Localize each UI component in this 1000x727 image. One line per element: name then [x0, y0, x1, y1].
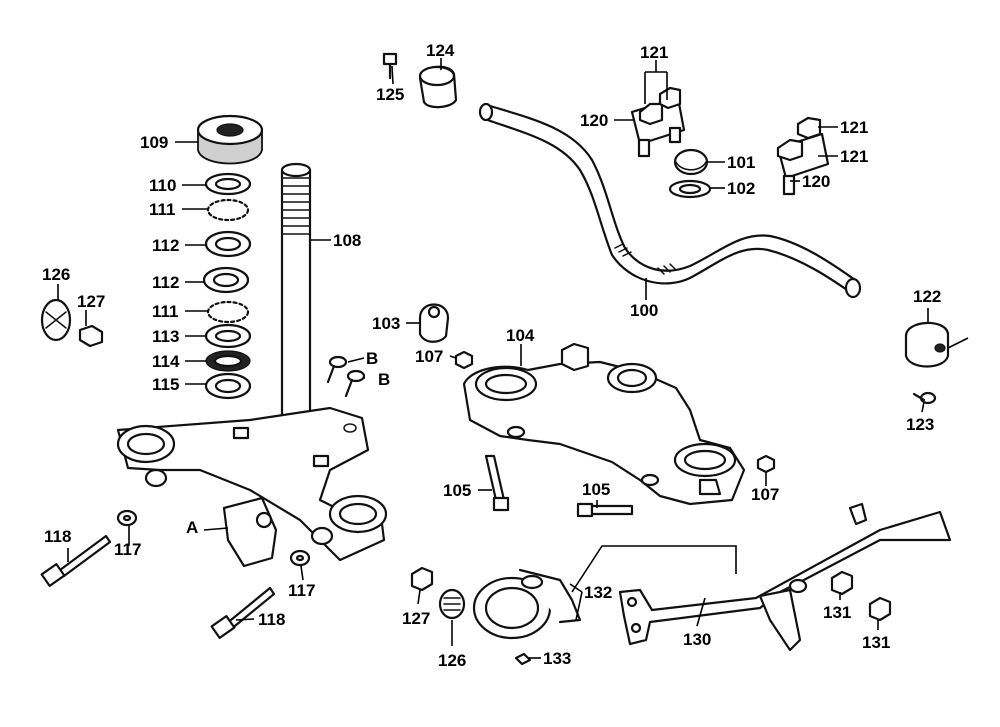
callout-121-right-mid: 121 [840, 147, 868, 166]
callout-111-lower: 111 [152, 302, 179, 321]
nut-127-lower [410, 566, 434, 592]
screw-b-2 [344, 369, 366, 398]
leader-lines [57, 58, 969, 659]
screw-125 [382, 52, 398, 80]
nut-109 [196, 114, 264, 165]
nut-131-lower [868, 596, 892, 622]
callout-121-right-top: 121 [840, 118, 868, 137]
grommet-126-left [40, 298, 72, 342]
callout-103: 103 [372, 314, 400, 333]
callout-105-left: 105 [443, 481, 471, 500]
bracket-130 [618, 502, 952, 652]
callout-133: 133 [543, 649, 571, 668]
bolt-105-horizontal [576, 502, 634, 518]
bushing-122 [904, 321, 950, 368]
callout-104: 104 [506, 326, 535, 345]
nut-131-upper [830, 570, 854, 596]
washer-102 [668, 179, 712, 199]
callout-126-left: 126 [42, 265, 70, 284]
callout-117-lower: 117 [288, 581, 315, 600]
nut-107-lower [756, 454, 776, 474]
bolt-118-upper [40, 534, 112, 587]
callout-124: 124 [426, 41, 455, 60]
callout-120-right: 120 [802, 172, 830, 191]
callout-110: 110 [149, 176, 176, 195]
callout-105-right: 105 [582, 480, 610, 499]
callout-131-upper: 131 [823, 603, 851, 622]
cap-nut-101 [673, 148, 709, 176]
nut-127-left [78, 324, 104, 348]
callout-132: 132 [584, 583, 612, 602]
washer-117-upper [116, 509, 138, 527]
callout-117-upper: 117 [114, 540, 141, 559]
callout-109: 109 [140, 133, 168, 152]
callout-121-top: 121 [640, 43, 668, 62]
callout-113: 113 [152, 327, 179, 346]
callout-111-upper: 111 [149, 200, 176, 219]
callout-b-lower: B [378, 370, 390, 389]
callout-120-left: 120 [580, 111, 608, 130]
callout-131-lower: 131 [862, 633, 890, 652]
cable-guide [222, 496, 278, 568]
callout-115: 115 [152, 375, 179, 394]
callout-127-lower: 127 [402, 609, 430, 628]
bolt-105-vertical [484, 454, 510, 512]
screw-133 [514, 652, 532, 666]
rubber-plug-124 [418, 65, 458, 109]
callout-127-left: 127 [77, 292, 105, 311]
callout-114: 114 [152, 352, 180, 371]
upper-bracket-104 [462, 342, 746, 506]
callout-126-lower: 126 [438, 651, 466, 670]
upper-clamp-right [776, 116, 830, 196]
nut-107-upper [454, 350, 474, 370]
bearing-stack [202, 172, 252, 400]
callout-122: 122 [913, 287, 941, 306]
callout-112-lower: 112 [152, 273, 179, 292]
callout-b-upper: B [366, 349, 378, 368]
lower-bracket [116, 406, 388, 562]
callout-112-upper: 112 [152, 236, 179, 255]
upper-clamp-left [630, 86, 686, 158]
callout-101: 101 [727, 153, 755, 172]
callout-a: A [186, 518, 198, 537]
callout-118-upper: 118 [44, 527, 71, 546]
callout-108: 108 [333, 231, 361, 250]
callout-107-lower: 107 [751, 485, 779, 504]
callout-125: 125 [376, 85, 404, 104]
steering-stem-108 [272, 162, 320, 449]
horn-132 [472, 568, 582, 640]
callout-130: 130 [683, 630, 711, 649]
callout-118-lower: 118 [258, 610, 285, 629]
callout-labels: 124 125 121 120 121 121 101 102 120 109 … [42, 41, 941, 670]
screw-123 [912, 391, 937, 405]
clip-103 [418, 303, 450, 343]
callout-123: 123 [906, 415, 934, 434]
screw-b-1 [326, 355, 348, 384]
grommet-126-lower [438, 588, 466, 620]
handlebar-100 [478, 102, 862, 299]
callout-102: 102 [727, 179, 755, 198]
callout-100: 100 [630, 301, 658, 320]
callout-107-upper: 107 [415, 347, 443, 366]
washer-117-lower [289, 549, 311, 567]
